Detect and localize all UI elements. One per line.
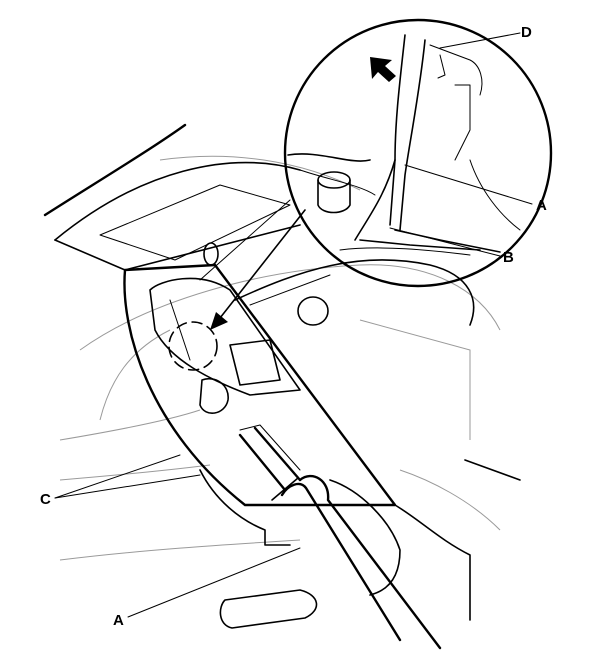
trim-panel bbox=[123, 263, 397, 507]
body-panel-background bbox=[59, 155, 501, 561]
callout-D: D bbox=[521, 24, 532, 41]
lower-floor-section bbox=[199, 424, 521, 629]
callout-A-top: A bbox=[536, 197, 547, 214]
callout-C: C bbox=[40, 491, 51, 508]
callout-labels: D A B C A bbox=[40, 24, 547, 629]
trim-tool bbox=[238, 426, 442, 650]
detail-magnifier bbox=[283, 18, 553, 288]
detail-arrow bbox=[199, 199, 306, 330]
removal-direction-arrow bbox=[370, 57, 396, 82]
vehicle-body-outline bbox=[43, 123, 475, 326]
callout-A-bottom: A bbox=[113, 612, 124, 629]
callout-B: B bbox=[503, 249, 514, 266]
callout-leaders bbox=[54, 32, 533, 618]
